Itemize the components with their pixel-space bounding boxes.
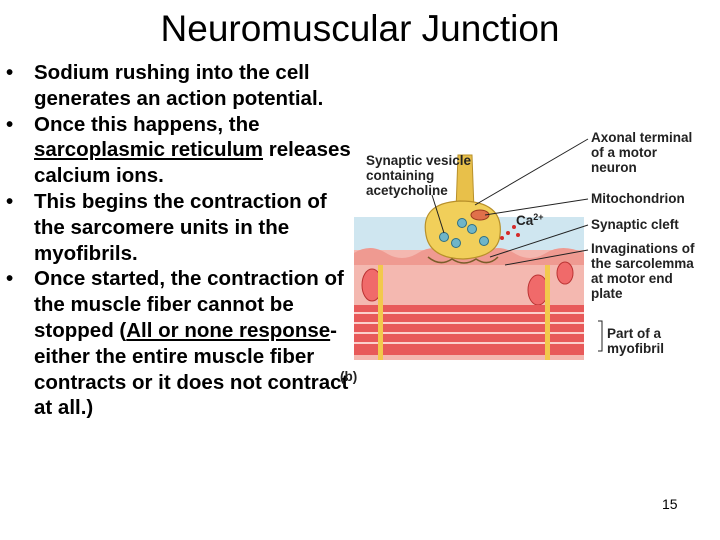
bullet-text-post: - either the entire muscle fiber contrac… (34, 318, 349, 420)
label-synaptic-vesicle-2: containing (366, 168, 434, 183)
label-axonal-terminal-2: of a motor (591, 145, 658, 160)
label-synaptic-cleft: Synaptic cleft (591, 217, 679, 232)
bullet-text: This begins the contraction of the sarco… (34, 189, 327, 265)
bullet-item: • Once started, the contraction of the m… (6, 266, 356, 421)
bullet-list: • Sodium rushing into the cell generates… (6, 60, 356, 421)
label-invaginations-2: the sarcolemma (591, 256, 694, 271)
bullet-text-pre: Once started, the contraction of the mus… (34, 267, 344, 342)
calcium-ion (512, 225, 516, 229)
bullet-item: • Sodium rushing into the cell generates… (6, 60, 356, 112)
leader-line-axon (474, 138, 589, 206)
label-invaginations-1: Invaginations of (591, 241, 695, 256)
leader-line-invaginations (504, 249, 589, 266)
calcium-ion (506, 231, 510, 235)
tubule (545, 265, 550, 360)
label-myofibril-1: Part of a (607, 326, 662, 341)
leader-line-cleft (489, 224, 589, 258)
synaptic-vesicle (451, 238, 461, 248)
label-synaptic-vesicle-1: Synaptic vesicle (366, 153, 472, 168)
label-myofibril-2: myofibril (607, 341, 664, 356)
bullet-text-pre: Once this happens, the (34, 112, 260, 136)
label-invaginations-4: plate (591, 286, 623, 301)
label-synaptic-vesicle-3: acetycholine (366, 183, 448, 198)
terminal-mitochondrion (470, 209, 490, 221)
bullet-dot: • (6, 61, 14, 84)
bullet-underlined-term: All or none response (126, 318, 331, 342)
leader-line-mitochondrion (484, 198, 589, 216)
label-calcium: Ca2+ (516, 212, 544, 228)
label-axonal-terminal-3: neuron (591, 160, 637, 175)
muscle-mitochondrion (556, 261, 574, 285)
page-number: 15 (662, 496, 678, 512)
label-calcium-text: Ca (516, 213, 534, 228)
synaptic-cleft-line (427, 256, 499, 264)
calcium-ion (500, 236, 504, 240)
bullet-item: • Once this happens, the sarcoplasmic re… (6, 112, 356, 189)
synaptic-vesicle (467, 224, 477, 234)
figure-svg: Synaptic vesicle containing acetycholine… (340, 130, 695, 384)
bullet-underlined-term: sarcoplasmic reticulum (34, 138, 264, 162)
label-axonal-terminal-1: Axonal terminal (591, 130, 692, 145)
tubule (378, 265, 383, 360)
calcium-ion (516, 233, 520, 237)
panel-label: (b) (340, 369, 357, 384)
bullet-text-post: releases calcium ions. (34, 138, 351, 188)
bullet-text: Sodium rushing into the cell generates a… (34, 61, 324, 110)
synaptic-vesicle (479, 236, 489, 246)
label-invaginations-3: at motor end (591, 271, 673, 286)
synaptic-vesicle (457, 218, 467, 228)
bullet-dot: • (6, 112, 14, 136)
myofibril-bracket (598, 320, 603, 352)
neuromuscular-junction-figure: Synaptic vesicle containing acetycholine… (340, 125, 720, 390)
bullet-item: • This begins the contraction of the sar… (6, 189, 356, 266)
bullet-dot: • (6, 267, 14, 291)
synaptic-vesicle (439, 232, 449, 242)
leader-line-vesicle (431, 194, 445, 234)
label-mitochondrion: Mitochondrion (591, 191, 685, 206)
slide-title: Neuromuscular Junction (160, 8, 560, 49)
label-calcium-superscript: 2+ (533, 212, 543, 222)
bullet-dot: • (6, 189, 14, 213)
